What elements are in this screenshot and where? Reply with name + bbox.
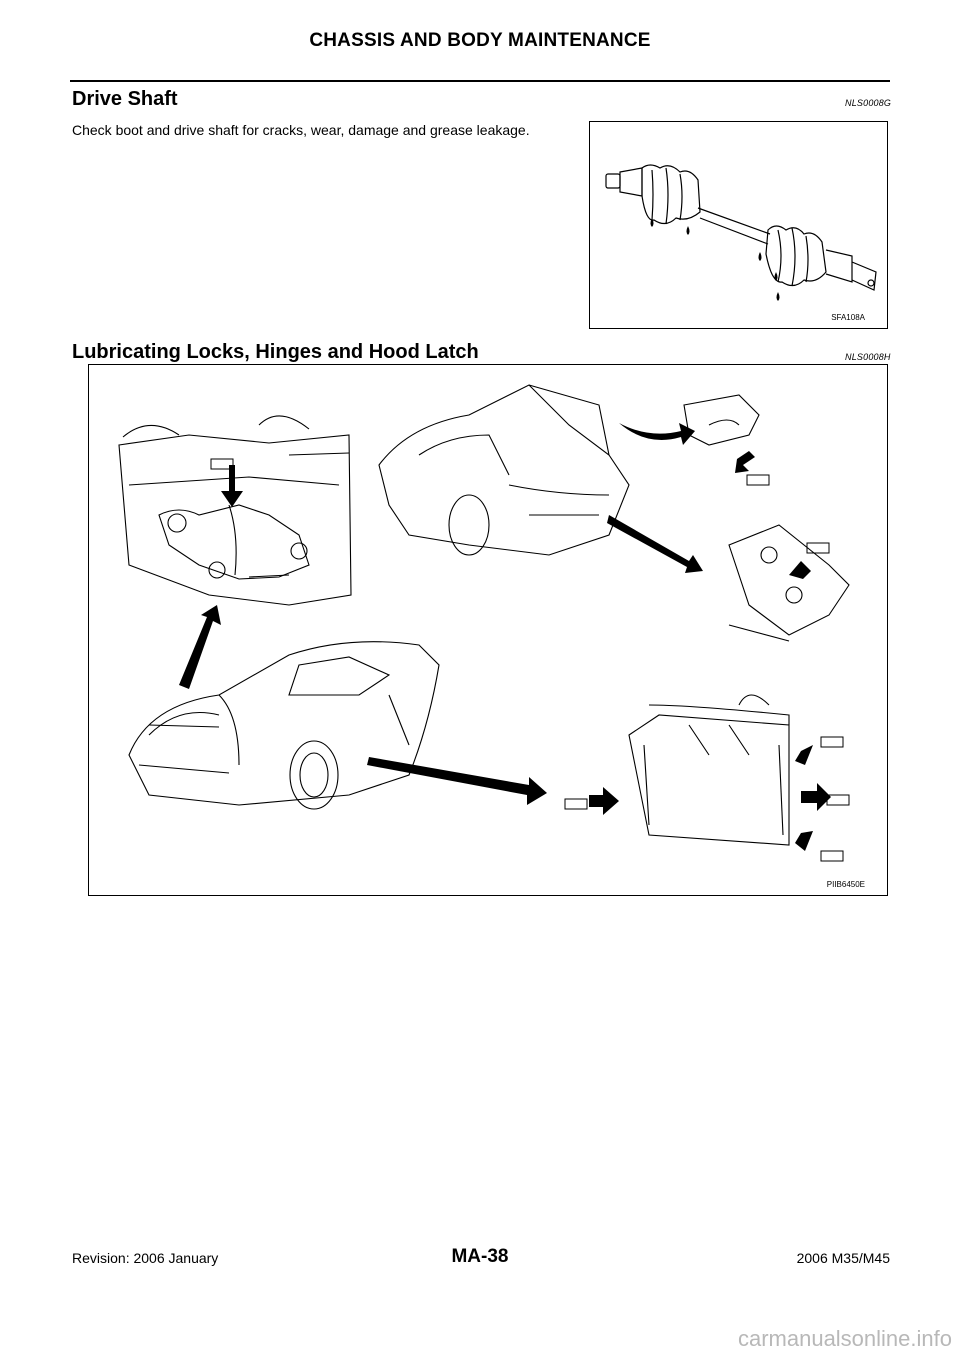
header-rule	[70, 80, 890, 82]
lubricating-code: NLS0008H	[845, 352, 891, 362]
drive-shaft-illustration	[605, 164, 877, 301]
page-header-title: CHASSIS AND BODY MAINTENANCE	[309, 30, 651, 51]
drive-shaft-title: Drive Shaft	[72, 88, 178, 110]
drive-shaft-figure: SFA108A	[589, 121, 888, 329]
watermark: carmanualsonline.info	[737, 1326, 952, 1351]
footer-revision: Revision: 2006 January	[72, 1250, 219, 1266]
drive-shaft-figure-label: SFA108A	[831, 313, 865, 322]
drive-shaft-text: Check boot and drive shaft for cracks, w…	[72, 122, 530, 138]
footer-page-number: MA-38	[451, 1246, 509, 1267]
lubricating-figure-label: PIIB6450E	[826, 880, 865, 889]
drive-shaft-code: NLS0008G	[845, 98, 892, 108]
lubricating-title: Lubricating Locks, Hinges and Hood Latch	[72, 341, 479, 363]
footer-model: 2006 M35/M45	[796, 1250, 890, 1266]
lubrication-points-illustration	[118, 384, 850, 862]
lubricating-figure: PIIB6450E	[88, 364, 888, 896]
